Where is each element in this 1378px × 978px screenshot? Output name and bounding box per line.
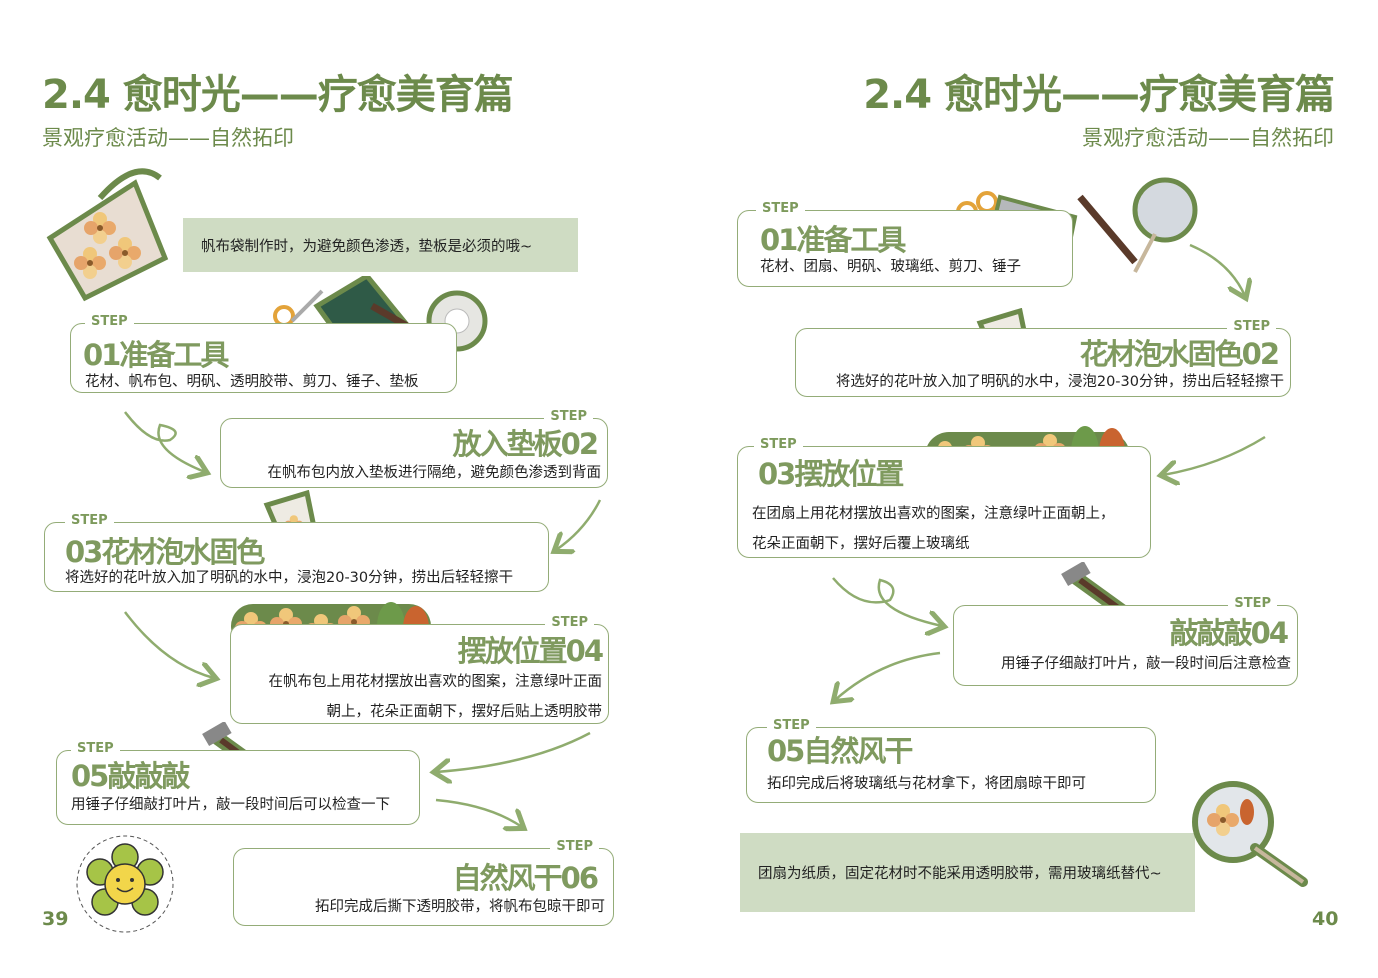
tip-banner: 帆布袋制作时，为避免颜色渗透，垫板是必须的哦~ bbox=[183, 218, 578, 272]
step-label: STEP bbox=[65, 513, 114, 529]
page-subtitle: 景观疗愈活动——自然拓印 bbox=[42, 126, 294, 150]
step-desc: 在帆布包内放入垫板进行隔绝，避免颜色渗透到背面 bbox=[267, 465, 602, 481]
step-card-01: STEP 01准备工具 花材、帆布包、明矾、透明胶带、剪刀、锤子、垫板 bbox=[70, 314, 457, 393]
step-title: 03摆放位置 bbox=[758, 457, 904, 491]
step-label: STEP bbox=[545, 615, 594, 631]
step-title: 03花材泡水固色 bbox=[65, 535, 265, 569]
flow-arrows bbox=[124, 411, 602, 978]
step-label: STEP bbox=[756, 201, 805, 217]
step-title: 自然风干06 bbox=[452, 861, 599, 895]
step-label: STEP bbox=[767, 718, 816, 734]
page-number: 40 bbox=[1312, 908, 1339, 930]
smiley-flower-icon bbox=[76, 835, 174, 933]
fan-illustration bbox=[1192, 781, 1308, 887]
step-title: 花材泡水固色02 bbox=[1079, 337, 1280, 371]
step-title: 摆放位置04 bbox=[457, 634, 604, 668]
step-desc: 用锤子仔细敲打叶片，敲一段时间后注意检查 bbox=[1001, 656, 1291, 672]
page-title: 2.4 愈时光——疗愈美育篇 bbox=[42, 72, 514, 118]
step-card-05: STEP 05敲敲敲 用锤子仔细敲打叶片，敲一段时间后可以检查一下 bbox=[56, 741, 420, 825]
step-card-03: STEP 03花材泡水固色 将选好的花叶放入加了明矾的水中，浸泡20-30分钟，… bbox=[44, 513, 549, 592]
step-title: 放入垫板02 bbox=[452, 427, 599, 461]
step-desc: 花材、帆布包、明矾、透明胶带、剪刀、锤子、垫板 bbox=[85, 374, 419, 390]
step-card-02: STEP 花材泡水固色02 将选好的花叶放入加了明矾的水中，浸泡20-30分钟，… bbox=[795, 319, 1291, 397]
step-title: 01准备工具 bbox=[83, 338, 229, 372]
page-title: 2.4 愈时光——疗愈美育篇 bbox=[863, 72, 1335, 118]
page-number: 39 bbox=[42, 908, 69, 930]
step-desc: 用锤子仔细敲打叶片，敲一段时间后可以检查一下 bbox=[71, 797, 390, 813]
step-desc: 花材、团扇、明矾、玻璃纸、剪刀、锤子 bbox=[760, 259, 1021, 275]
step-desc: 拓印完成后撕下透明胶带，将帆布包晾干即可 bbox=[315, 899, 605, 915]
tip-banner: 团扇为纸质，固定花材时不能采用透明胶带，需用玻璃纸替代~ bbox=[740, 833, 1195, 912]
step-desc: 在团扇上用花材摆放出喜欢的图案，注意绿叶正面朝上， bbox=[752, 506, 1115, 522]
step-card-04: STEP 敲敲敲04 用锤子仔细敲打叶片，敲一段时间后注意检查 bbox=[953, 596, 1298, 686]
step-label: STEP bbox=[550, 839, 599, 855]
step-desc-line2: 朝上，花朵正面朝下，摆好后贴上透明胶带 bbox=[326, 704, 603, 720]
step-label: STEP bbox=[1228, 596, 1277, 612]
step-label: STEP bbox=[85, 314, 134, 330]
step-desc: 将选好的花叶放入加了明矾的水中，浸泡20-30分钟，捞出后轻轻擦干 bbox=[835, 374, 1284, 390]
step-desc: 拓印完成后将玻璃纸与花材拿下，将团扇晾干即可 bbox=[767, 776, 1086, 792]
page-subtitle: 景观疗愈活动——自然拓印 bbox=[1082, 126, 1334, 150]
step-label: STEP bbox=[544, 409, 593, 425]
tote-bag-illustration bbox=[46, 168, 169, 302]
step-desc-line2: 花朵正面朝下，摆好后覆上玻璃纸 bbox=[752, 536, 970, 552]
step-title: 01准备工具 bbox=[760, 223, 906, 257]
step-card-02: STEP 放入垫板02 在帆布包内放入垫板进行隔绝，避免颜色渗透到背面 bbox=[220, 409, 608, 488]
step-card-06: STEP 自然风干06 拓印完成后撕下透明胶带，将帆布包晾干即可 bbox=[233, 839, 614, 926]
step-desc: 在帆布包上用花材摆放出喜欢的图案，注意绿叶正面 bbox=[268, 674, 603, 690]
step-card-03: STEP 03摆放位置 在团扇上用花材摆放出喜欢的图案，注意绿叶正面朝上， 花朵… bbox=[737, 437, 1151, 558]
step-label: STEP bbox=[754, 437, 803, 453]
step-title: 05自然风干 bbox=[767, 734, 913, 768]
step-card-01: STEP 01准备工具 花材、团扇、明矾、玻璃纸、剪刀、锤子 bbox=[737, 201, 1073, 287]
step-label: STEP bbox=[71, 741, 120, 757]
step-card-05: STEP 05自然风干 拓印完成后将玻璃纸与花材拿下，将团扇晾干即可 bbox=[746, 718, 1156, 803]
step-title: 05敲敲敲 bbox=[71, 759, 190, 793]
step-label: STEP bbox=[1227, 319, 1276, 335]
step-card-04: STEP 摆放位置04 在帆布包上用花材摆放出喜欢的图案，注意绿叶正面 朝上，花… bbox=[230, 615, 609, 724]
step-desc: 将选好的花叶放入加了明矾的水中，浸泡20-30分钟，捞出后轻轻擦干 bbox=[65, 570, 514, 586]
step-title: 敲敲敲04 bbox=[1169, 616, 1289, 650]
